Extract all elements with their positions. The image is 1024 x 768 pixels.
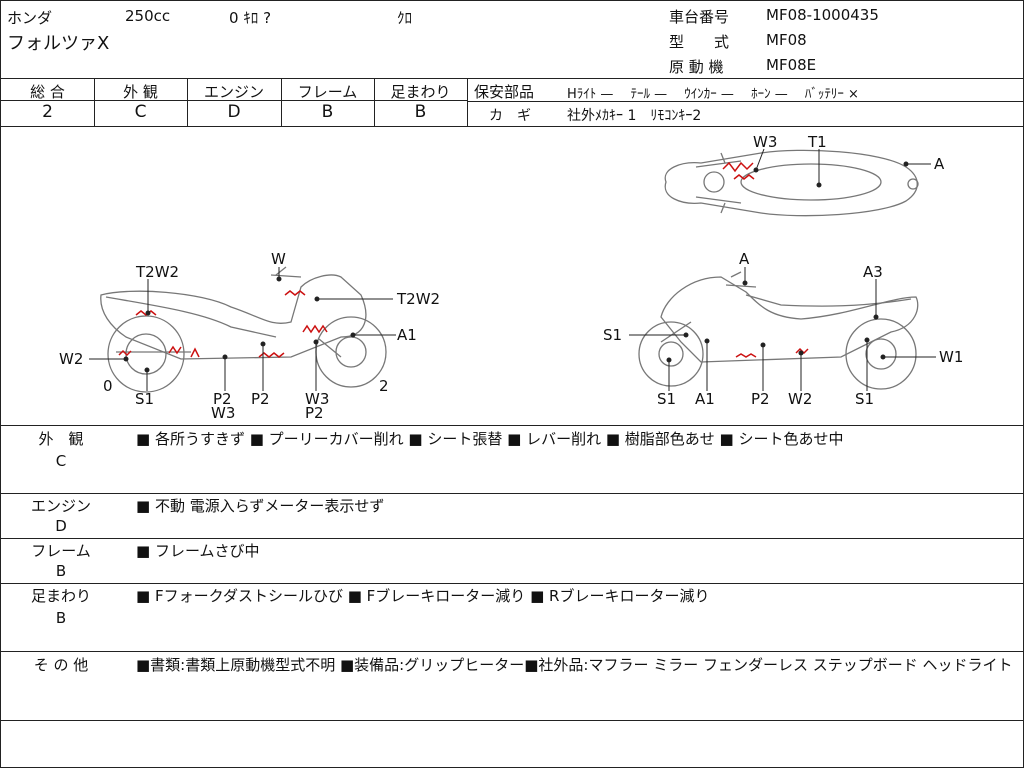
safety-items: Hﾗｲﾄ — ﾃｰﾙ — ｳｲﾝｶｰ — ﾎｰﾝ — ﾊﾞｯﾃﾘｰ ×	[567, 87, 859, 102]
label-l-p2a: P2	[213, 390, 232, 408]
section-other-label: そ の 他	[33, 656, 89, 674]
grade-engine-value: D	[227, 102, 241, 122]
section-exterior-text: ■ 各所うすきず ■ プーリーカバー削れ ■ シート張替 ■ レバー削れ ■ 樹…	[136, 430, 844, 448]
section-frame-text: ■ フレームさび中	[136, 542, 260, 560]
section-chassis-text: ■ Fフォークダストシールひび ■ Fブレーキローター減り ■ Rブレーキロータ…	[136, 587, 710, 605]
label-r-s1b: S1	[657, 390, 676, 408]
engine-label: 原 動 機	[669, 58, 724, 76]
mileage: 0 ｷﾛ ?	[229, 9, 272, 27]
grade-exterior-label: 外 観	[123, 83, 158, 101]
label-r-s1: S1	[603, 326, 622, 344]
label-r-a1: A1	[695, 390, 715, 408]
label-r-a: A	[739, 250, 750, 268]
frame-no-label: 車台番号	[669, 8, 730, 26]
section-engine-grade: D	[55, 517, 67, 535]
label-l-w: W	[271, 250, 286, 268]
grade-total-label: 総 合	[30, 83, 65, 101]
label-r-p2: P2	[751, 390, 770, 408]
section-other-text: ■書類:書類上原動機型式不明 ■装備品:グリップヒーター■社外品:マフラー ミラ…	[136, 656, 1013, 674]
section-frame-grade: B	[55, 562, 67, 580]
section-exterior-grade: C	[55, 452, 67, 470]
safety-label: 保安部品	[474, 83, 535, 101]
label-l-0: 0	[103, 377, 113, 395]
label-l-w3a: W3	[211, 404, 235, 422]
type-label: 型 式	[669, 33, 730, 51]
engine-value: MF08E	[766, 56, 817, 74]
label-l-w3b: W3	[305, 390, 329, 408]
model-name: フォルツァX	[7, 33, 110, 54]
grade-engine-label: エンジン	[203, 83, 264, 101]
section-other: そ の 他 ■書類:書類上原動機型式不明 ■装備品:グリップヒーター■社外品:マ…	[1, 652, 1023, 720]
label-l-p2b: P2	[251, 390, 270, 408]
key-items: 社外ﾒｶｷｰ 1 ﾘﾓｺﾝｷｰ2	[567, 108, 702, 124]
label-l-w2: W2	[59, 350, 83, 368]
label-top-t1: T1	[807, 133, 827, 151]
key-label: カ ギ	[489, 108, 531, 124]
grade-chassis-value: B	[414, 102, 427, 122]
label-top-w3: W3	[753, 133, 777, 151]
label-l-a1: A1	[397, 326, 417, 344]
grade-frame-value: B	[321, 102, 334, 122]
section-engine: エンジン D ■ 不動 電源入らずメーター表示せず	[1, 494, 1023, 538]
label-top-a: A	[934, 155, 945, 173]
displacement: 250cc	[125, 7, 171, 25]
grade-total-value: 2	[42, 102, 53, 122]
label-r-w2: W2	[788, 390, 812, 408]
section-engine-text: ■ 不動 電源入らずメーター表示せず	[136, 497, 385, 515]
frame-no: MF08-1000435	[766, 6, 879, 24]
section-frame-label: フレーム	[31, 542, 91, 560]
label-r-s1c: S1	[855, 390, 874, 408]
label-r-a3: A3	[863, 263, 883, 281]
section-exterior: 外 観 C ■ 各所うすきず ■ プーリーカバー削れ ■ シート張替 ■ レバー…	[1, 426, 1023, 493]
label-l-t2w2: T2W2	[135, 263, 179, 281]
color: ｸﾛ	[397, 9, 413, 27]
grade-frame-label: フレーム	[297, 83, 358, 101]
label-l-2: 2	[379, 377, 389, 395]
grade-exterior-value: C	[134, 102, 147, 122]
label-l-p2c: P2	[305, 404, 324, 422]
section-frame: フレーム B ■ フレームさび中	[1, 539, 1023, 583]
section-chassis: 足まわり B ■ Fフォークダストシールひび ■ Fブレーキローター減り ■ R…	[1, 584, 1023, 651]
section-engine-label: エンジン	[30, 497, 91, 515]
section-chassis-label: 足まわり	[30, 587, 91, 605]
type-value: MF08	[766, 31, 807, 49]
section-exterior-label: 外 観	[38, 430, 84, 448]
grade-chassis-label: 足まわり	[390, 83, 451, 101]
section-chassis-grade: B	[55, 609, 67, 627]
label-l-t2w2-right: T2W2	[396, 290, 440, 308]
label-l-s1: S1	[135, 390, 154, 408]
damage-diagram: W3 T1 A T2W2 W T2W2 A1 W2 0 2 S1 P2 W3 P…	[59, 133, 963, 422]
maker: ホンダ	[7, 9, 53, 27]
label-r-w1: W1	[939, 348, 963, 366]
